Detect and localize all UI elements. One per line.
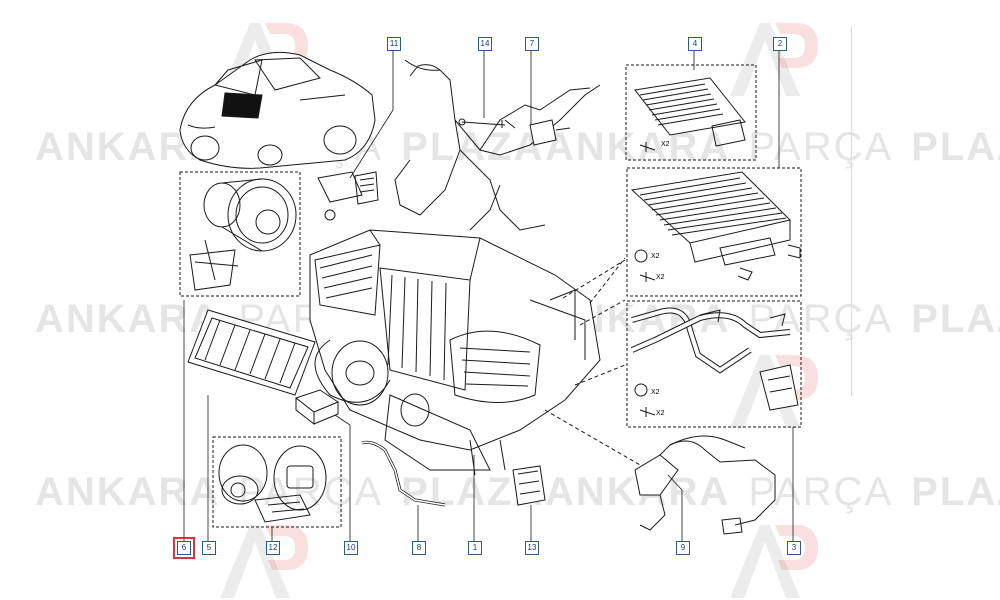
sensor-module <box>317 171 379 221</box>
qty-label: X2 <box>651 253 660 260</box>
cabin-filter <box>187 309 316 396</box>
callout-5[interactable]: 5 <box>202 541 216 555</box>
callout-leaders <box>183 49 794 541</box>
leader-line <box>589 257 626 304</box>
callout-7[interactable]: 7 <box>525 37 539 51</box>
group-box-blower <box>179 171 301 297</box>
qty-label: X2 <box>656 274 665 281</box>
qty-label: X2 <box>651 389 660 396</box>
resistor-block <box>294 389 340 426</box>
leader-line <box>579 299 626 326</box>
group-box-4 <box>625 64 757 161</box>
callout-13[interactable]: 13 <box>525 541 539 555</box>
leader-line <box>544 409 641 466</box>
group-box-2 <box>626 167 802 297</box>
callout-4[interactable]: 4 <box>688 37 702 51</box>
callout-11[interactable]: 11 <box>387 37 401 51</box>
callout-2[interactable]: 2 <box>773 37 787 51</box>
callout-8[interactable]: 8 <box>412 541 426 555</box>
qty-label: X2 <box>656 410 665 417</box>
callout-3[interactable]: 3 <box>787 541 801 555</box>
leader-line <box>562 259 626 299</box>
callout-1[interactable]: 1 <box>468 541 482 555</box>
heater-core <box>630 171 801 282</box>
group-box-3 <box>626 300 802 428</box>
leader-line <box>574 364 626 386</box>
car-illustration <box>179 51 376 169</box>
wiring-harness <box>394 59 601 231</box>
coolant-pipes <box>630 307 799 417</box>
divider <box>851 26 852 396</box>
temp-sensor <box>458 118 516 129</box>
sensor-harness-9 <box>634 435 776 535</box>
control-switch <box>512 465 546 506</box>
callout-10[interactable]: 10 <box>344 541 358 555</box>
callout-12[interactable]: 12 <box>266 541 280 555</box>
heater-element <box>634 77 746 152</box>
actuator-7 <box>529 119 571 146</box>
callout-14[interactable]: 14 <box>478 37 492 51</box>
callout-9[interactable]: 9 <box>676 541 690 555</box>
blower-motor <box>189 178 297 291</box>
qty-label: X2 <box>661 141 670 148</box>
drain-pipe <box>361 440 446 507</box>
hvac-housing <box>309 229 601 476</box>
callout-6[interactable]: 6 <box>173 537 195 559</box>
group-box-12 <box>212 436 342 528</box>
actuator-parts <box>218 444 327 523</box>
